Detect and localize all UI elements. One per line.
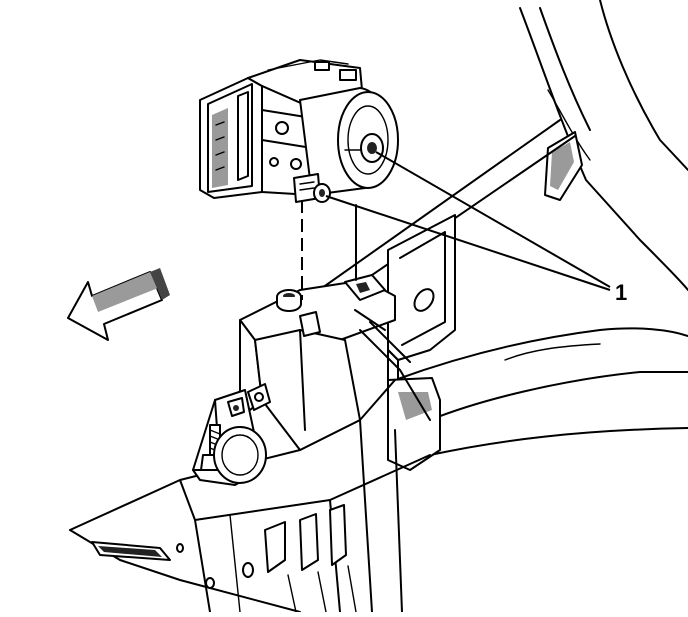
frame-ribs xyxy=(176,504,357,613)
abs-module xyxy=(199,59,399,203)
body-structure xyxy=(304,0,688,471)
alignment-lines xyxy=(301,200,357,300)
callout-label-1: 1 xyxy=(615,280,627,305)
front-direction-arrow-icon xyxy=(67,268,170,341)
callout-1: 1 xyxy=(325,151,627,305)
callout-leader-upper xyxy=(375,151,611,288)
crossmember-frame xyxy=(69,379,431,613)
callout-leader-lower xyxy=(325,195,611,291)
mounting-bracket xyxy=(192,274,431,486)
module-mounting-stud xyxy=(293,173,331,203)
